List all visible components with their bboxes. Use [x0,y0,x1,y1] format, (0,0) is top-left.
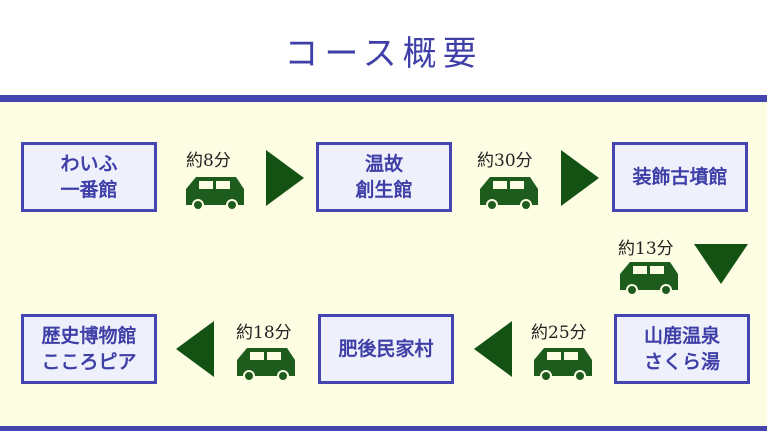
stop-label: 装飾古墳館 [632,166,728,188]
page-title: コース概要 [284,34,483,74]
stop-higo-minkamura: 肥後民家村 [318,314,454,384]
stop-label: 山鹿温泉 さくら湯 [643,325,720,373]
leg-time: 約18分 [236,323,292,343]
arrow-left-icon [176,321,214,377]
stop-label: わいふ 一番館 [60,153,118,201]
arrow-right-icon [266,150,304,206]
car-icon [534,348,592,380]
leg-time: 約30分 [477,151,533,171]
leg-time: 約13分 [618,239,674,259]
car-icon [186,177,244,209]
car-icon [237,348,295,380]
car-icon [480,177,538,209]
stop-yamaga-onsen-sakurayu: 山鹿温泉 さくら湯 [614,314,750,384]
stop-label: 肥後民家村 [338,338,434,360]
arrow-down-icon [694,244,748,284]
stop-rekishi-hakubutsukan: 歴史博物館 こころピア [21,314,157,384]
stop-label: 温故 創生館 [355,153,413,201]
stop-onko-soseikan: 温故 創生館 [316,142,452,212]
leg-time: 約25分 [531,323,587,343]
car-icon [620,262,678,294]
arrow-right-icon [561,150,599,206]
stop-label: 歴史博物館 こころピア [41,325,137,373]
stop-soshoku-kofunkan: 装飾古墳館 [612,142,748,212]
stop-wife-ichibankan: わいふ 一番館 [21,142,157,212]
arrow-left-icon [474,321,512,377]
leg-time: 約8分 [186,151,231,171]
